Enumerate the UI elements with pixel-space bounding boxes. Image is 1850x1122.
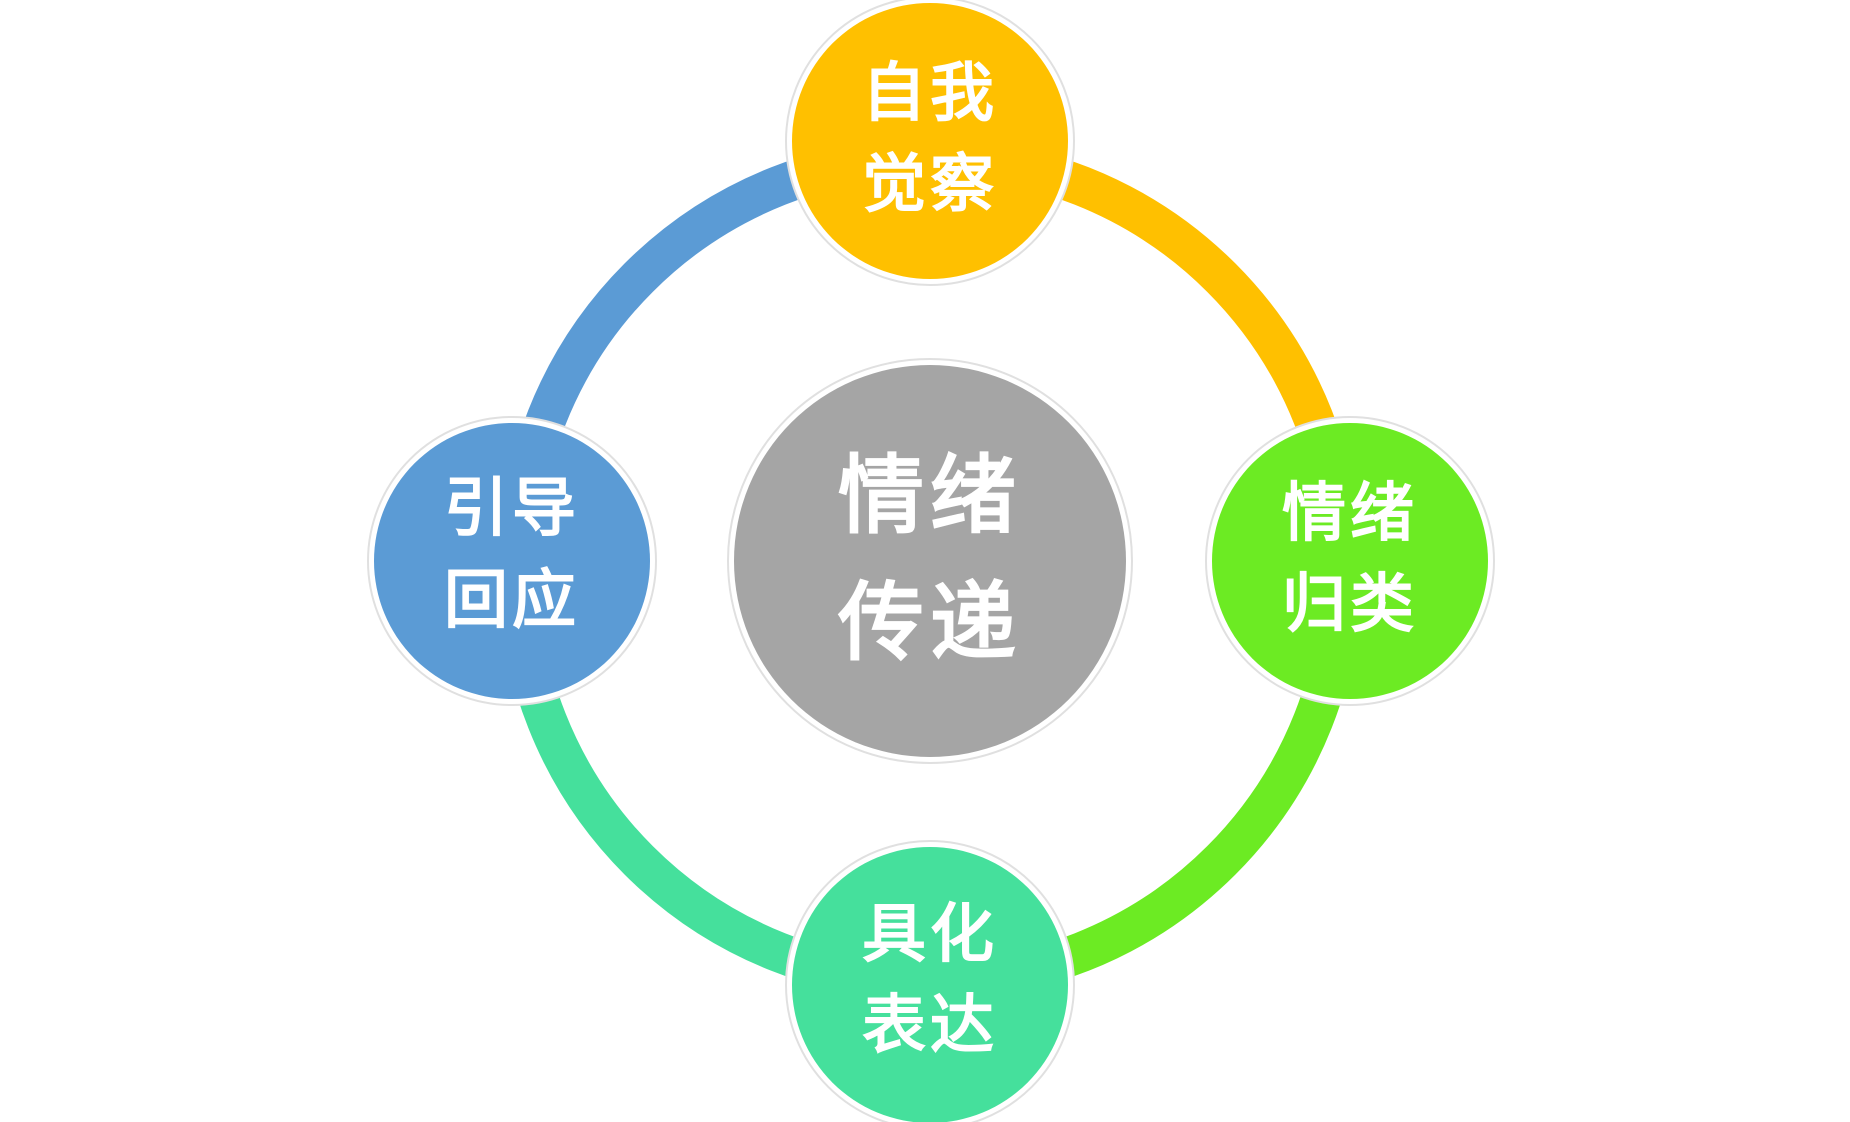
node-right: 情绪 归类 (1205, 416, 1495, 706)
node-top-label-line1: 自我 (862, 57, 998, 131)
node-right-label-line1: 情绪 (1282, 477, 1418, 551)
center-node-label-line2: 传递 (837, 573, 1022, 673)
node-left-circle (374, 423, 650, 699)
center-node-circle (734, 365, 1126, 757)
node-right-label-line2: 归类 (1282, 568, 1418, 642)
node-bottom: 具化 表达 (785, 840, 1075, 1122)
node-left-label-line2: 回应 (444, 564, 580, 638)
node-bottom-label-line1: 具化 (862, 898, 998, 972)
center-node-label-line1: 情绪 (838, 446, 1022, 546)
node-bottom-circle (792, 847, 1068, 1122)
node-top-circle (792, 3, 1068, 279)
node-bottom-label-line2: 表达 (862, 989, 998, 1063)
node-top: 自我 觉察 (785, 0, 1075, 286)
node-top-label-line2: 觉察 (862, 148, 998, 222)
node-left: 引导 回应 (367, 416, 657, 706)
node-right-circle (1212, 423, 1488, 699)
node-left-label-line1: 引导 (444, 472, 580, 546)
center-node: 情绪 传递 (727, 358, 1133, 764)
